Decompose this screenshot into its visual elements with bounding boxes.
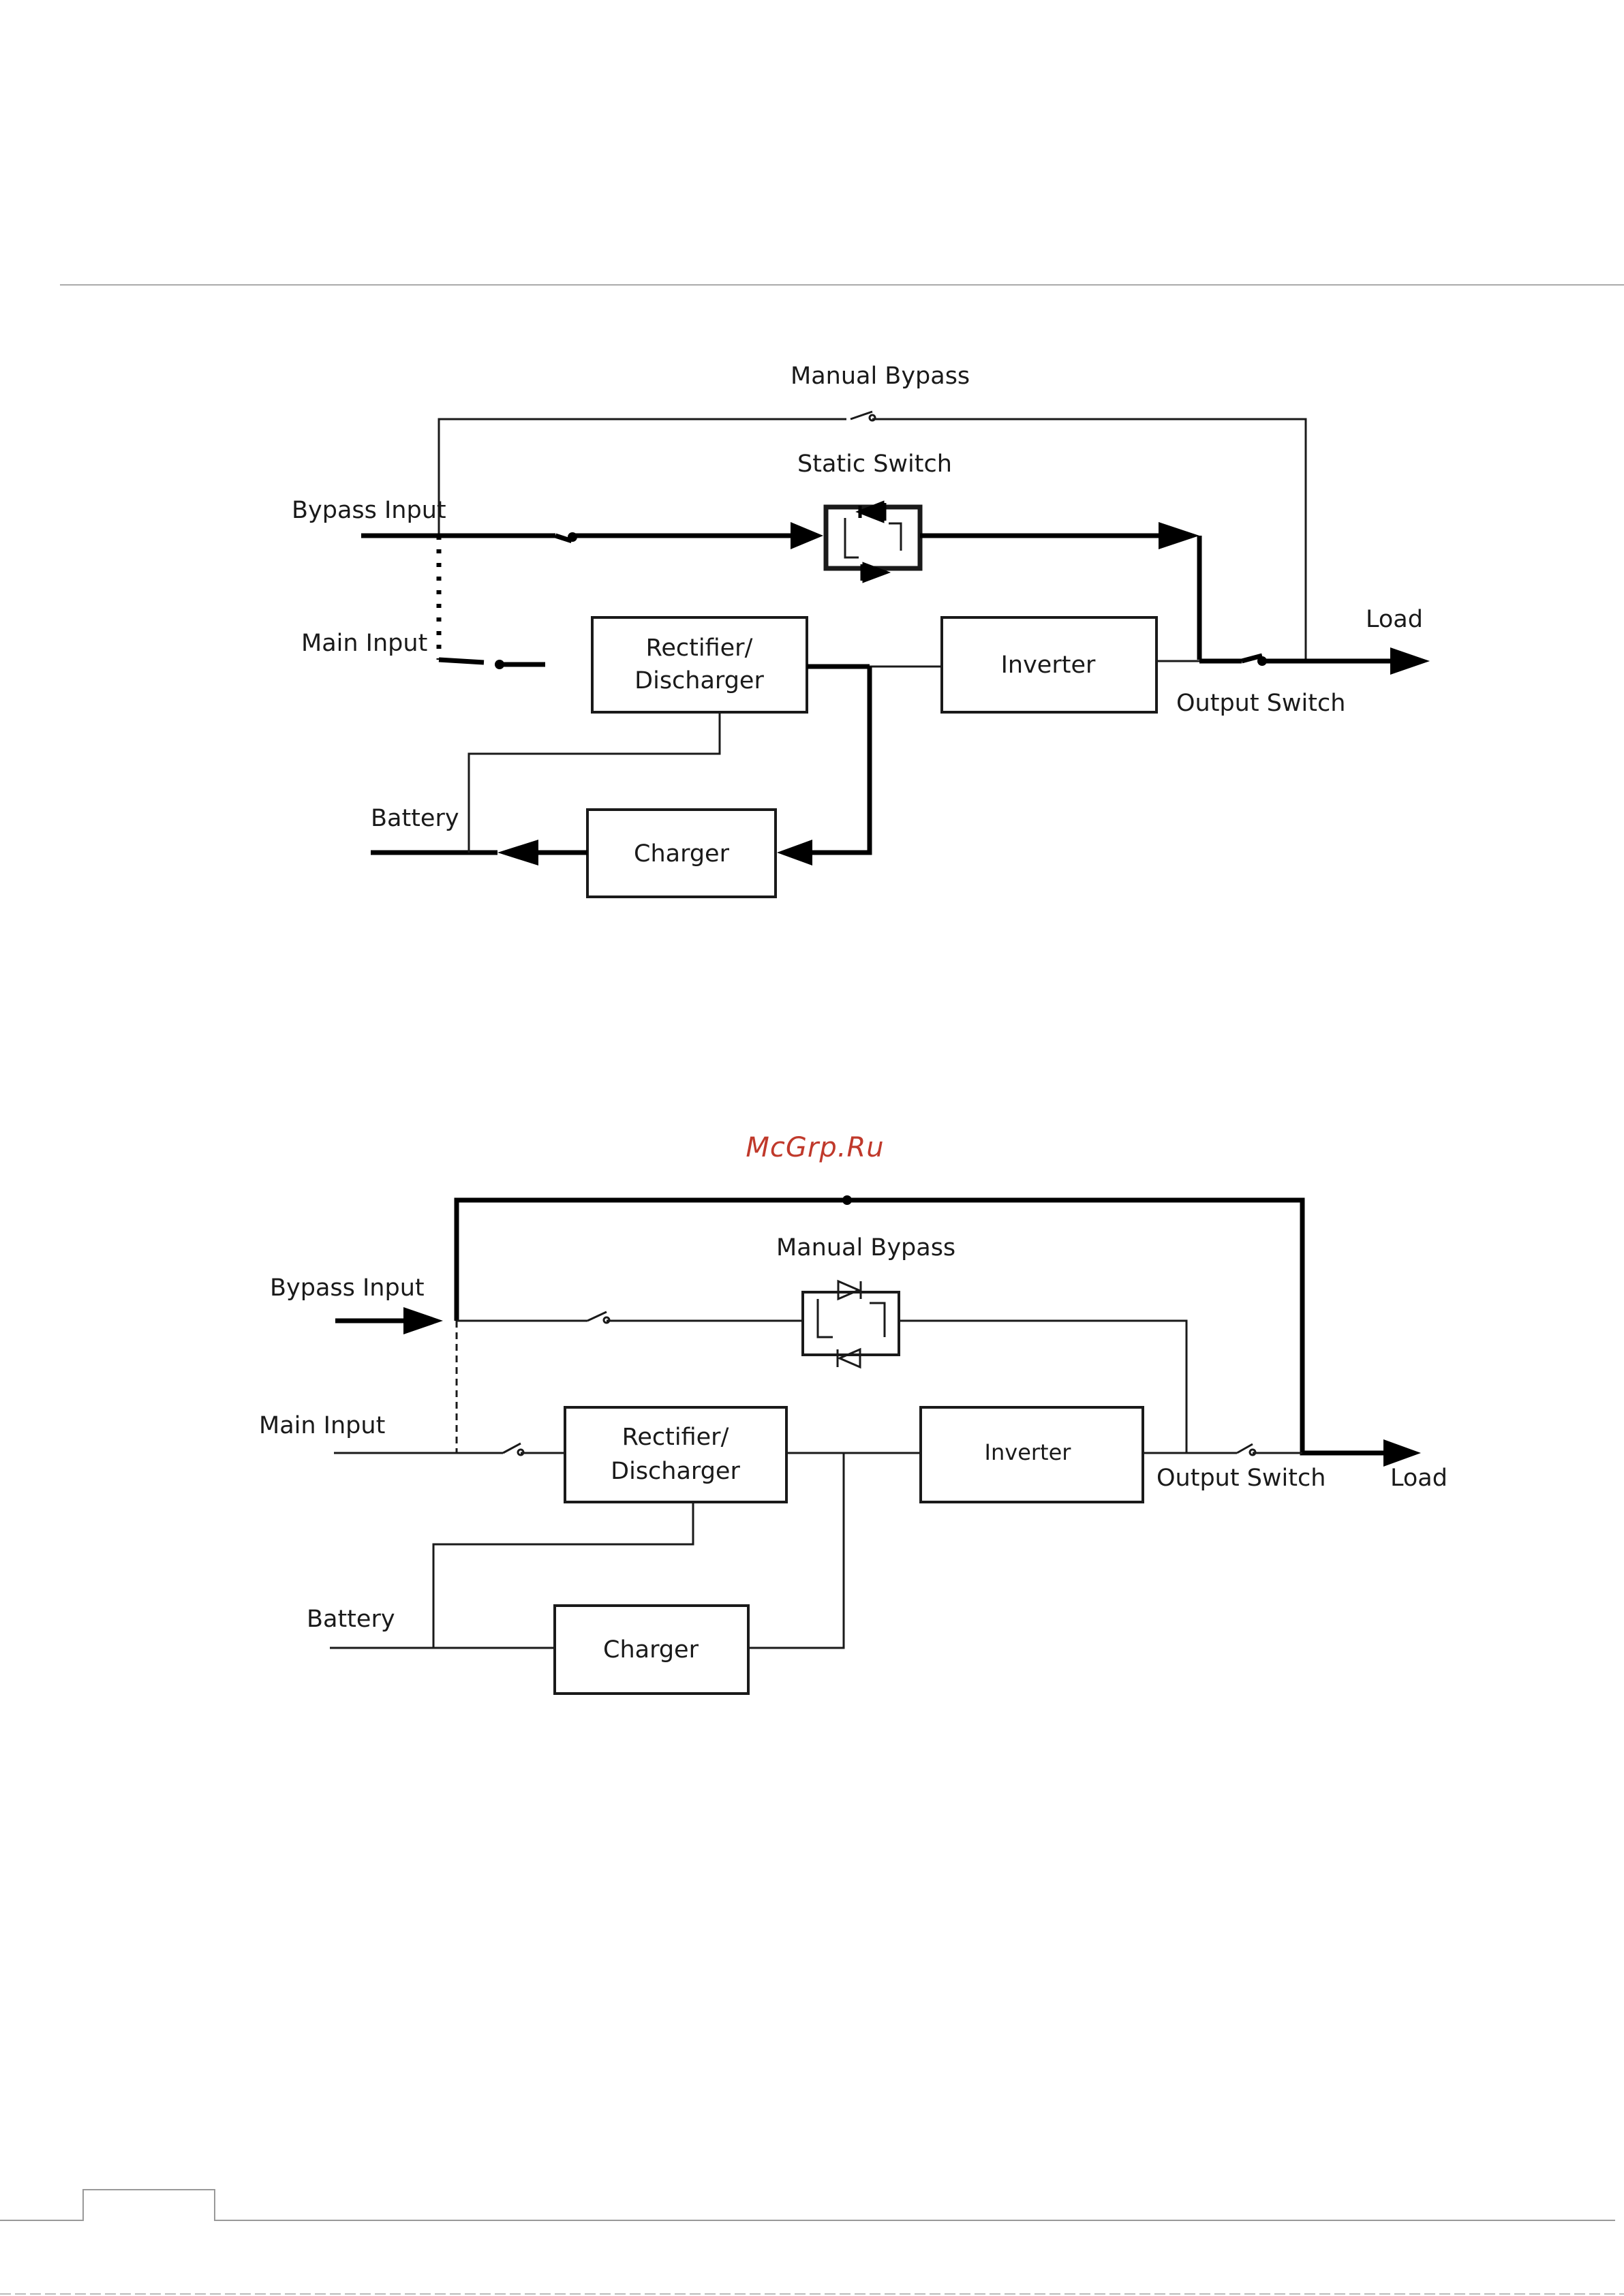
battery-label-2: Battery: [307, 1606, 395, 1633]
rectifier-discharger-box: [592, 617, 807, 712]
static-switch-2: [803, 1281, 899, 1367]
charger-input-arrow: [777, 840, 812, 866]
output-switch-label: Output Switch: [1176, 690, 1345, 717]
diagram-2: Manual Bypass Bypass Input Main Input Ou…: [259, 1195, 1447, 1694]
battery-label: Battery: [371, 805, 459, 832]
inverter-label-2: Inverter: [985, 1439, 1072, 1465]
rectifier-label-line2-2: Discharger: [611, 1458, 740, 1485]
charger-label-2: Charger: [603, 1636, 699, 1664]
scr-gate-right-icon: [889, 523, 901, 551]
bypass-input-label-2: Bypass Input: [270, 1274, 425, 1302]
main-input-line: [439, 660, 484, 662]
charger-output-arrow: [497, 840, 538, 866]
static-switch: [826, 503, 920, 581]
scr-upper-icon-2: [838, 1281, 861, 1299]
manual-bypass-label-2: Manual Bypass: [776, 1234, 955, 1261]
scr-gate-right-icon-2: [870, 1303, 885, 1337]
scr-gate-left-icon: [845, 518, 859, 557]
output-switch-label-2: Output Switch: [1156, 1465, 1326, 1492]
charger-label: Charger: [634, 840, 730, 868]
load-label-2: Load: [1390, 1465, 1447, 1492]
load-arrow: [1390, 647, 1430, 675]
scr-gate-left-icon-2: [818, 1299, 833, 1337]
dc-bus-to-charger: [811, 667, 870, 853]
static-switch-input-arrow: [791, 522, 823, 549]
manual-bypass-label: Manual Bypass: [791, 363, 970, 390]
rectifier-discharger-box-2: [565, 1407, 786, 1502]
bypass-input-arrow-2: [403, 1307, 443, 1334]
inverter-label: Inverter: [1001, 652, 1096, 679]
watermark: McGrp.Ru: [746, 1132, 884, 1163]
load-arrow-2: [1383, 1439, 1421, 1467]
rectifier-label-line1-2: Rectifier/: [622, 1424, 729, 1451]
static-switch-label: Static Switch: [797, 450, 952, 478]
footer-tab: [0, 2190, 1615, 2220]
bypass-input-label: Bypass Input: [292, 497, 446, 524]
main-input-label-2: Main Input: [259, 1412, 385, 1439]
main-input-label: Main Input: [301, 630, 427, 657]
static-output-arrow: [1159, 522, 1199, 549]
load-label: Load: [1366, 606, 1423, 633]
diagram-1: Manual Bypass Static Switch Bypass Input…: [292, 363, 1430, 897]
rectifier-label-line2: Discharger: [634, 667, 764, 694]
rectifier-label-line1: Rectifier/: [646, 634, 753, 662]
scr-lower-icon-2: [838, 1349, 860, 1367]
manual-bypass-line: [439, 419, 846, 536]
